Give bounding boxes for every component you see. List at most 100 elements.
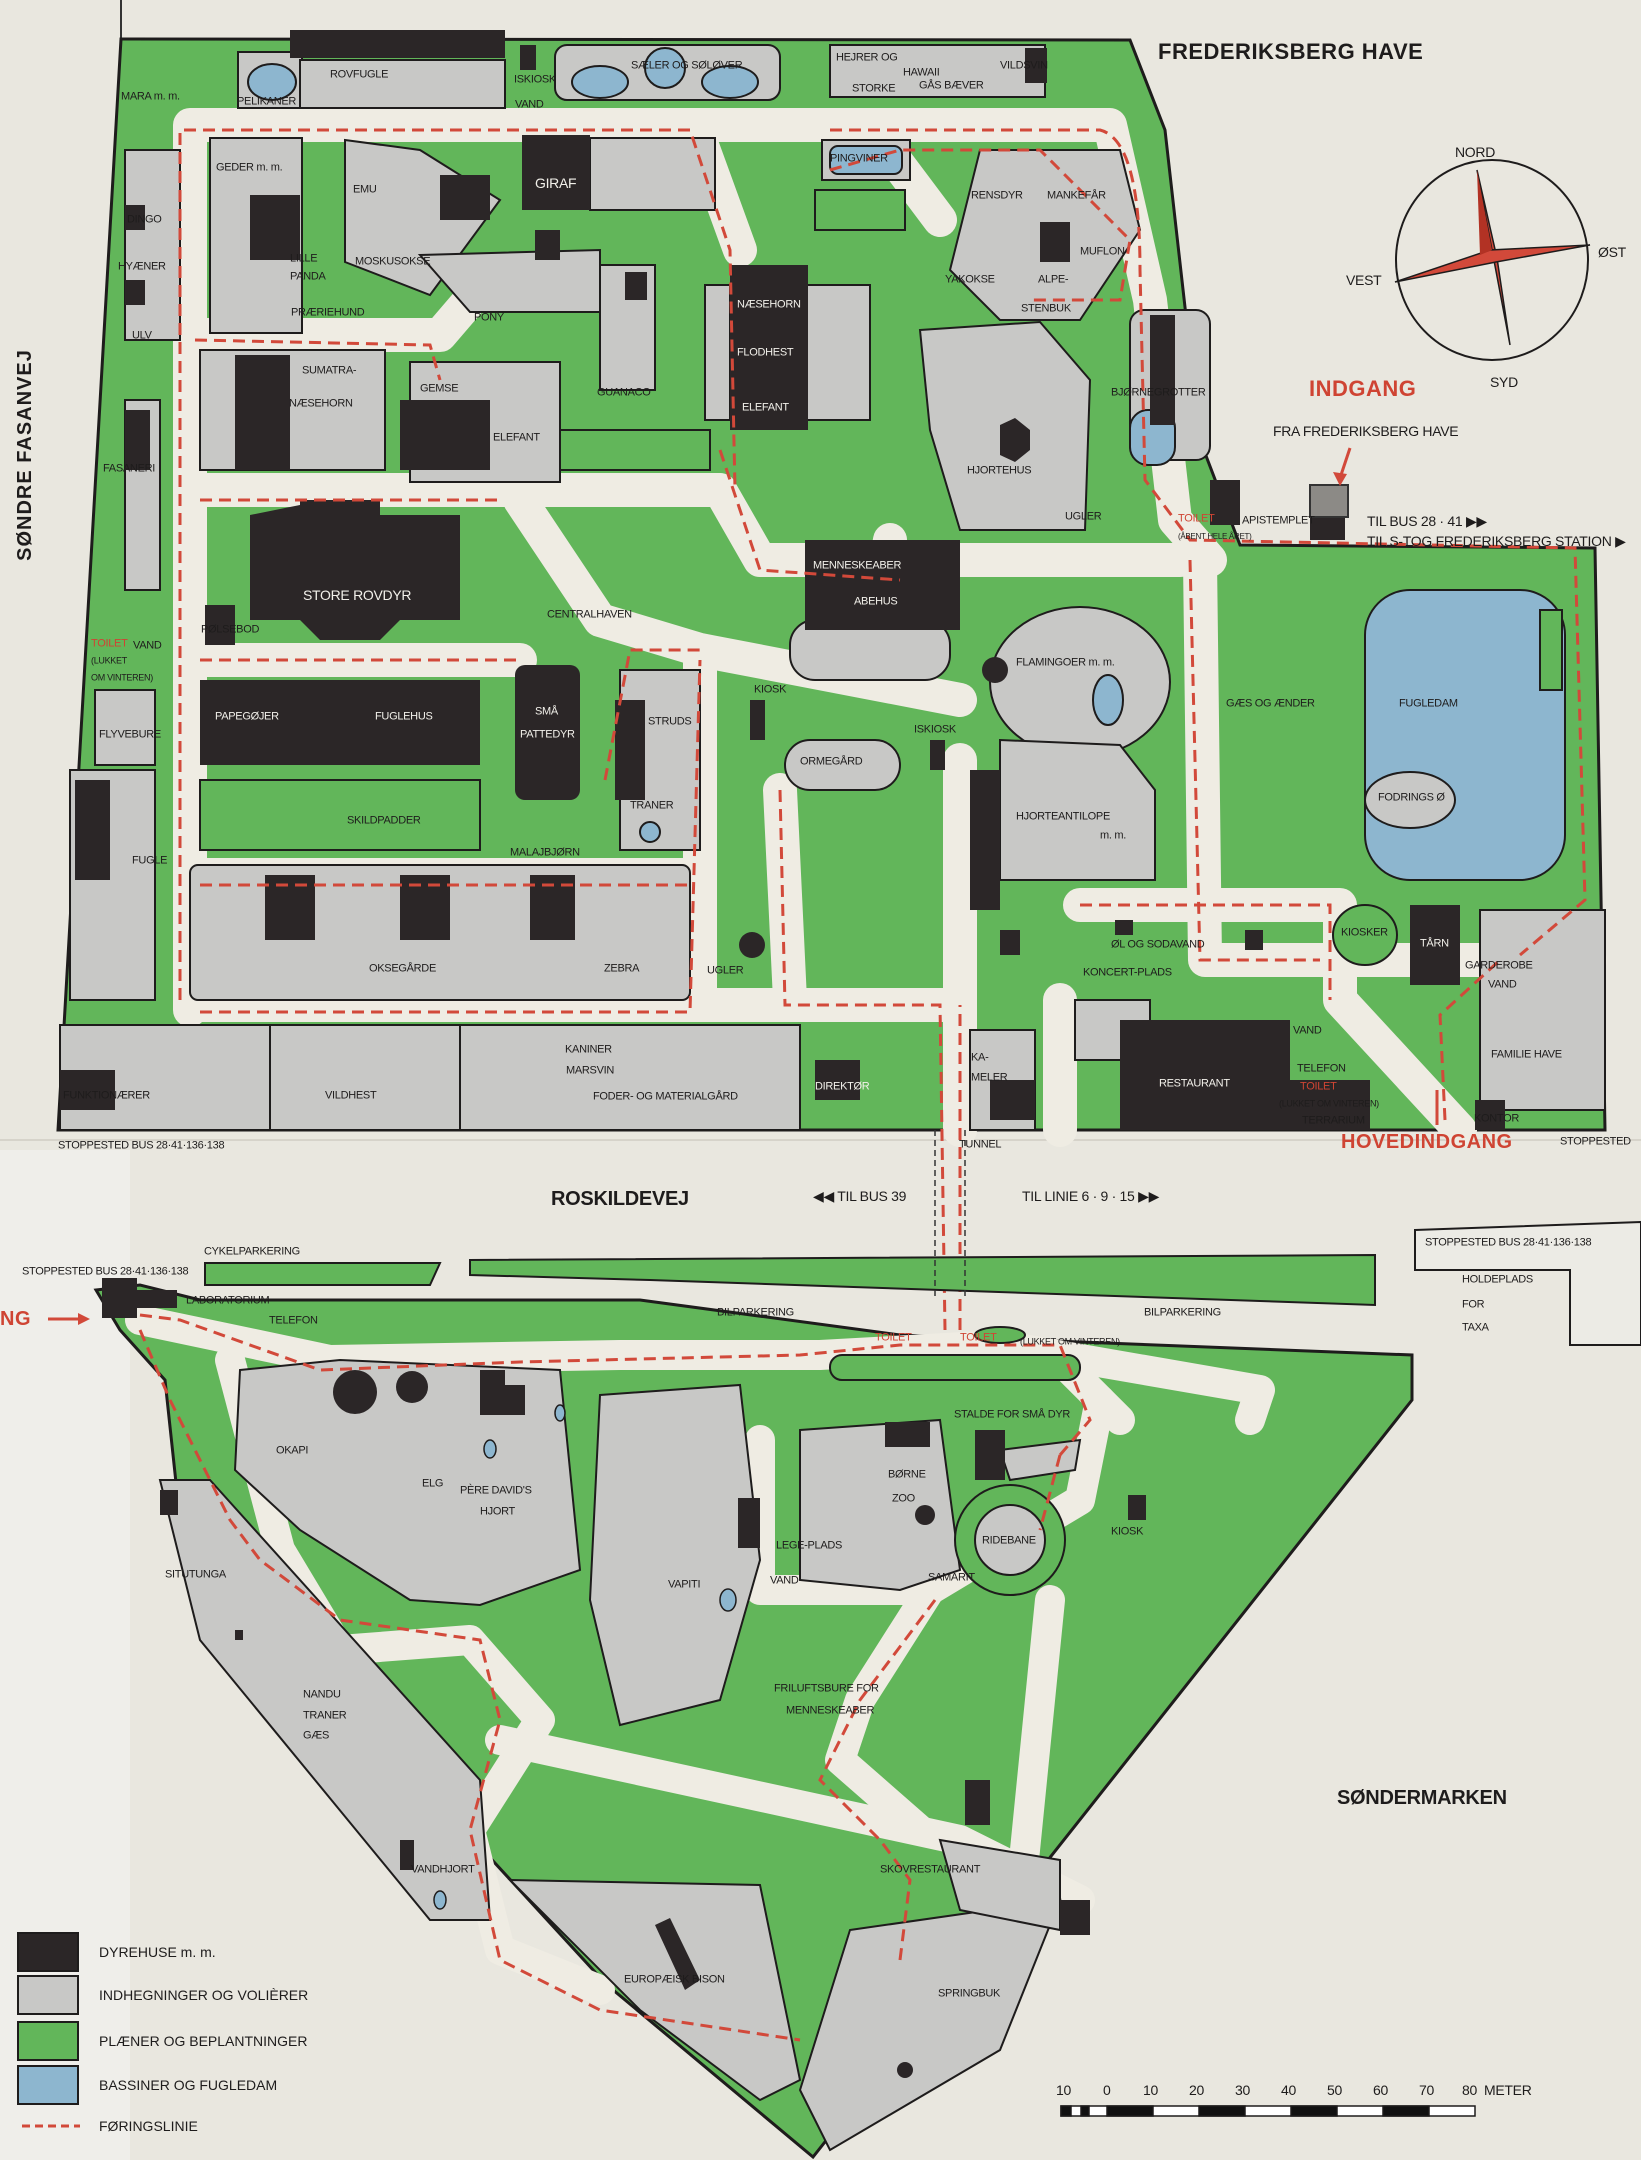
lower-ponds <box>433 1404 737 1910</box>
bilparkering-east: BILPARKERING <box>1144 1306 1221 1319</box>
tunnel-label: TUNNEL <box>959 1138 1002 1151</box>
label-kiosk-lower: KIOSK <box>1111 1525 1144 1538</box>
indgang-arrowhead <box>1333 472 1347 486</box>
label-sumatra: SUMATRA- <box>302 364 357 377</box>
label-struds: STRUDS <box>648 715 692 728</box>
scale-tick: 20 <box>1189 2082 1204 2098</box>
legend-label-foringslinie: FØRINGSLINIE <box>99 2118 198 2134</box>
taxa-taxa: TAXA <box>1462 1321 1489 1334</box>
legend-label-dyrehuse: DYREHUSE m. m. <box>99 1944 216 1960</box>
transit-til-bus-39: ◀◀ TIL BUS 39 <box>813 1188 907 1204</box>
label-rovfugle: ROVFUGLE <box>330 68 389 81</box>
label-vand-lower: VAND <box>770 1574 799 1587</box>
label-bjornegrotter: BJØRNEGROTTER <box>1111 386 1206 399</box>
lower-animal-houses <box>102 1278 1146 2078</box>
legend-swatch-dyrehuse <box>17 1932 79 1972</box>
label-abehus: ABEHUS <box>854 595 898 608</box>
street-roskildevej: ROSKILDEVEJ <box>551 1188 689 1210</box>
label-storke: STORKE <box>852 82 896 95</box>
label-fugledam: FUGLEDAM <box>1399 697 1458 710</box>
label-abent-hele-aret: (ÅBENT HELE ÅRET) <box>1178 532 1252 541</box>
label-pingviner: PINGVINER <box>830 152 888 165</box>
label-flodhest: FLODHEST <box>737 346 794 359</box>
label-telefon-upper: TELEFON <box>1297 1062 1346 1075</box>
label-hyaener: HYÆNER <box>118 260 166 273</box>
scale-tick: 30 <box>1235 2082 1250 2098</box>
label-direktor: DIREKTØR <box>815 1080 870 1093</box>
label-mankefar: MANKEFÅR <box>1047 189 1106 202</box>
label-kontor: KONTOR <box>1474 1112 1520 1125</box>
label-kaniner: KANINER <box>565 1043 612 1056</box>
label-pelikaner: PELIKANER <box>237 95 297 108</box>
label-lille: LILLE <box>290 252 318 265</box>
label-foder: FODER- OG MATERIALGÅRD <box>593 1090 738 1103</box>
label-kiosker: KIOSKER <box>1341 926 1388 939</box>
bus-stop-upper-right: STOPPESTED <box>1560 1135 1631 1148</box>
label-lukket-om-vinteren-lower: (LUKKET OM VINTEREN) <box>1020 1336 1120 1347</box>
legend-label-indhegninger: INDHEGNINGER OG VOLIÈRER <box>99 1987 309 2003</box>
compass-ost: ØST <box>1598 244 1626 260</box>
label-pere-davids: PÈRE DAVID'S <box>460 1484 532 1497</box>
label-mara: MARA m. m. <box>121 90 180 103</box>
label-stalde: STALDE FOR SMÅ DYR <box>954 1408 1071 1421</box>
label-zebra: ZEBRA <box>604 962 640 975</box>
label-hjortehus: HJORTEHUS <box>967 464 1032 477</box>
scale-tick: 50 <box>1327 2082 1342 2098</box>
label-ridebane: RIDEBANE <box>982 1534 1036 1547</box>
transit-til-s-tog: TIL S-TOG FREDERIKSBERG STATION ▶ <box>1367 533 1626 549</box>
label-hejrer-og: HEJRER OG <box>836 51 898 64</box>
label-ugler-top: UGLER <box>1065 510 1102 523</box>
label-store-rovdyr: STORE ROVDYR <box>303 587 412 603</box>
lower-lawn-inner <box>829 1326 1081 1381</box>
upper-ponds <box>247 47 1566 881</box>
label-europaeisk-bison: EUROPÆISK BISON <box>624 1973 725 1986</box>
label-dingo: DINGO <box>127 213 162 226</box>
label-toilet-lower-2: TOILET <box>960 1331 997 1344</box>
lower-route <box>138 1313 1092 2042</box>
label-nandu: NANDU <box>303 1688 341 1701</box>
label-meler: MELER <box>971 1071 1008 1084</box>
area-sondermarken: SØNDERMARKEN <box>1337 1787 1507 1809</box>
label-pony: PONY <box>474 311 504 324</box>
label-vand-garderobe: VAND <box>1488 978 1517 991</box>
scale-tick: 70 <box>1419 2082 1434 2098</box>
label-skildpadder: SKILDPADDER <box>347 814 421 827</box>
label-toilet-top: TOILET <box>1178 512 1215 525</box>
label-vildhest: VILDHEST <box>325 1089 377 1102</box>
label-ugler-mid: UGLER <box>707 964 744 977</box>
lower-parking-strips <box>204 1253 1376 1307</box>
label-friluftsbure: FRILUFTSBURE FOR <box>774 1682 879 1695</box>
label-ol-og-sodavand: ØL OG SODAVAND <box>1111 938 1205 951</box>
label-tarn: TÅRN <box>1420 937 1449 950</box>
label-rensdyr: RENSDYR <box>971 189 1023 202</box>
label-hjorteantilope-mm: m. m. <box>1100 829 1126 842</box>
entrance-hovedindgang[interactable]: HOVEDINDGANG <box>1341 1131 1513 1153</box>
taxa-holdeplads: HOLDEPLADS <box>1462 1273 1533 1286</box>
label-vand-left: VAND <box>133 639 162 652</box>
label-vandhjort: VANDHJORT <box>411 1863 475 1876</box>
label-praeriehund: PRÆRIEHUND <box>291 306 365 319</box>
label-zoo: ZOO <box>892 1492 915 1505</box>
lower-indgang-arrowhead <box>78 1313 90 1325</box>
entrance-fra-frederiksberg-have: FRA FREDERIKSBERG HAVE <box>1273 423 1459 439</box>
entrance-lower-indgang[interactable]: NG <box>0 1308 31 1330</box>
scale-tick: 40 <box>1281 2082 1296 2098</box>
label-centralhaven: CENTRALHAVEN <box>547 608 632 621</box>
legend-swatch-plaener <box>17 2021 79 2061</box>
label-elg: ELG <box>422 1477 444 1490</box>
entrance-indgang[interactable]: INDGANG <box>1309 376 1417 401</box>
label-toilet-restaurant: TOILET <box>1300 1080 1337 1093</box>
label-elefant-main: ELEFANT <box>742 401 789 414</box>
label-familie-have: FAMILIE HAVE <box>1491 1048 1562 1061</box>
label-guanaco: GUANACO <box>597 386 651 399</box>
compass-vest: VEST <box>1346 272 1382 288</box>
label-vildsvin: VILDSVIN <box>1000 59 1048 72</box>
label-papegojer: PAPEGØJER <box>215 710 279 723</box>
compass-rose-icon <box>1394 159 1591 361</box>
label-gaes-og-aender: GÆS OG ÆNDER <box>1226 697 1315 710</box>
label-okapi: OKAPI <box>276 1444 309 1457</box>
label-panda: PANDA <box>290 270 326 283</box>
label-flyvebure: FLYVEBURE <box>99 728 161 741</box>
label-menneskeaber: MENNESKEABER <box>813 559 902 572</box>
